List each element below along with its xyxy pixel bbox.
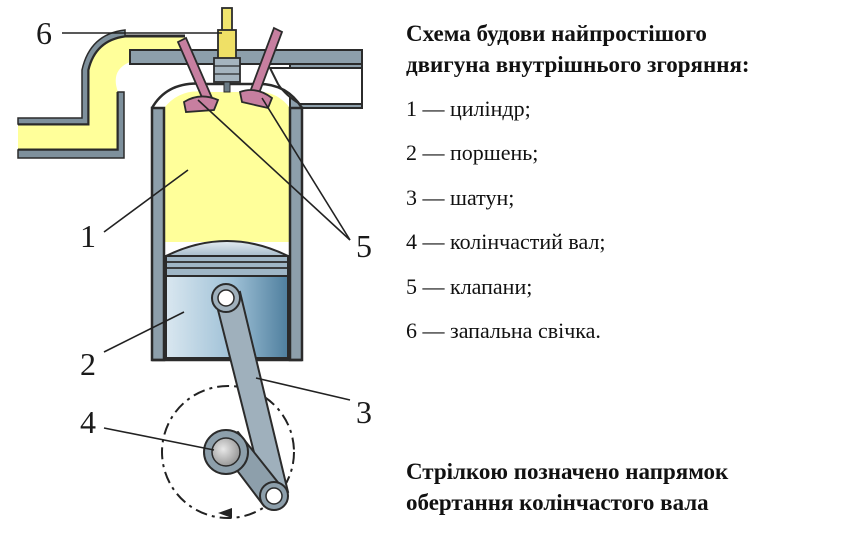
combustion-gas [164, 91, 290, 242]
rotation-note: Стрілкою позначено напрямок обертання ко… [406, 456, 846, 518]
crank-path-circle [161, 385, 295, 519]
note-line-2: обертання колінчастого вала [406, 490, 709, 515]
exhaust-channel [268, 67, 363, 105]
diagram-title: Схема будови найпростішого двигуна внутр… [406, 18, 846, 80]
callout-2: 2 [80, 346, 96, 382]
spark-plug [213, 7, 241, 93]
engine-diagram [17, 7, 363, 519]
legend-item-crankshaft: 4 — колінчастий вал; [406, 229, 606, 255]
exhaust-valve [238, 26, 284, 110]
legend-item-spark-plug: 6 — запальна свічка. [406, 317, 601, 343]
legend-item-piston: 2 — поршень; [406, 140, 539, 166]
title-line-2: двигуна внутрішнього згоряння: [406, 52, 750, 77]
legend-item-connecting-rod: 3 — шатун; [406, 184, 515, 210]
note-line-1: Стрілкою позначено напрямок [406, 459, 729, 484]
legend-item-valves: 5 — клапани; [406, 273, 533, 299]
cylinder-head [129, 49, 363, 65]
connecting-rod [211, 283, 290, 502]
crankshaft [203, 429, 289, 511]
callout-4: 4 [80, 404, 96, 440]
callout-3: 3 [356, 394, 372, 430]
callout-6: 6 [36, 15, 52, 51]
leader-lines [62, 32, 351, 451]
rotation-arrow-icon [218, 508, 232, 518]
legend-list: 1 — циліндр; 2 — поршень; 3 — шатун; 4 —… [406, 98, 606, 364]
callout-5: 5 [356, 228, 372, 264]
callout-1: 1 [80, 218, 96, 254]
intake-valve [176, 36, 220, 113]
intake-channel [18, 36, 185, 150]
title-line-1: Схема будови найпростішого [406, 21, 707, 46]
legend-item-cylinder: 1 — циліндр; [406, 96, 531, 121]
